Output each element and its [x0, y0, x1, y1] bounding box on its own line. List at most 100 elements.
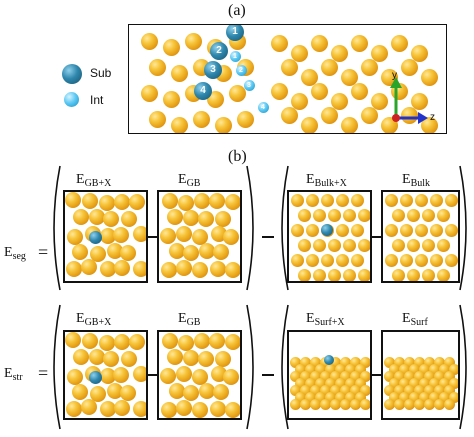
host-atom — [443, 370, 455, 382]
host-atom — [106, 243, 123, 260]
host-atom — [418, 363, 430, 375]
host-atom — [178, 194, 195, 211]
host-atom — [393, 356, 405, 368]
host-atom — [103, 351, 120, 368]
host-atom — [182, 350, 199, 367]
term-gb-sub-2: GB — [186, 317, 201, 328]
gb-with-solute-box-row2 — [63, 330, 148, 420]
term-gb-sub-1: GB — [186, 178, 201, 189]
substitutional-site: 4 — [194, 82, 212, 100]
host-atom — [312, 208, 326, 222]
host-atom — [88, 349, 105, 366]
estr-sub: str — [12, 372, 23, 383]
host-atom — [350, 34, 368, 52]
host-atom — [319, 370, 331, 382]
host-atom — [99, 228, 116, 245]
host-atom — [210, 366, 227, 383]
host-atom — [162, 90, 180, 108]
host-atom — [197, 350, 214, 367]
host-atom — [359, 356, 370, 368]
host-atom — [304, 391, 316, 403]
host-atom — [433, 384, 445, 396]
host-atom — [98, 194, 115, 211]
substitutional-site: 1 — [226, 25, 244, 41]
host-atom — [312, 238, 326, 252]
host-atom — [299, 356, 311, 368]
interstitial-site: 4 — [257, 101, 269, 113]
host-atom — [67, 228, 84, 245]
host-atom — [390, 34, 408, 52]
host-atom — [354, 391, 366, 403]
left-parenthesis — [281, 165, 289, 291]
host-atom — [340, 68, 358, 86]
host-atom — [428, 391, 440, 403]
host-atom — [120, 244, 137, 261]
host-atom — [429, 193, 443, 207]
eseg-equals: = — [38, 242, 49, 262]
term-gb-label-1: EGB — [178, 173, 200, 189]
host-atom — [444, 253, 458, 267]
minus-sign — [146, 236, 158, 238]
host-atom — [414, 223, 428, 237]
host-atom — [403, 370, 415, 382]
term-bulk-sub: Bulk — [410, 178, 431, 189]
host-atom — [359, 370, 370, 382]
host-atom — [344, 363, 356, 375]
host-atom — [290, 223, 304, 237]
host-atom — [304, 377, 316, 389]
host-atom — [342, 208, 356, 222]
host-atom — [103, 211, 120, 228]
term-gb-label-2: EGB — [178, 312, 200, 328]
host-atom — [114, 399, 131, 416]
host-atom — [438, 377, 450, 389]
host-atom — [418, 391, 430, 403]
host-atom — [192, 228, 209, 245]
host-atom — [300, 68, 318, 86]
host-atom — [290, 253, 304, 267]
host-atom — [71, 243, 88, 260]
host-atom — [224, 194, 240, 211]
host-atom — [175, 259, 192, 276]
minus-sign — [146, 374, 158, 376]
host-atom — [71, 383, 88, 400]
host-atom — [161, 261, 178, 278]
solute-atom — [88, 370, 102, 384]
substitutional-site: 2 — [210, 42, 228, 60]
host-atom — [314, 363, 326, 375]
host-atom — [327, 268, 341, 281]
host-atom — [175, 225, 192, 242]
term-gbx-sub-2: GB+X — [84, 317, 112, 328]
host-atom — [324, 363, 336, 375]
host-atom — [448, 377, 458, 389]
host-atom — [120, 384, 137, 401]
axis-y-label: y — [392, 70, 397, 81]
host-atom — [140, 32, 158, 50]
host-atom — [191, 261, 208, 278]
host-atom — [357, 208, 370, 222]
host-atom — [428, 363, 440, 375]
solute-atom — [324, 355, 334, 365]
term-surf-main: E — [402, 311, 411, 326]
minus-sign — [371, 236, 383, 238]
host-atom — [305, 223, 319, 237]
host-atom — [129, 193, 146, 210]
host-atom — [410, 44, 428, 62]
host-atom — [168, 382, 185, 399]
solute-atom — [321, 224, 333, 236]
minus-sign — [262, 236, 274, 238]
host-atom — [329, 384, 341, 396]
host-atom — [344, 377, 356, 389]
host-atom — [192, 110, 210, 128]
minus-sign — [371, 374, 383, 376]
host-atom — [168, 242, 185, 259]
host-atom — [213, 243, 230, 260]
host-atom — [420, 68, 438, 86]
host-atom — [393, 398, 405, 410]
host-atom — [403, 356, 415, 368]
substitutional-site-number: 1 — [232, 26, 238, 37]
host-atom — [65, 332, 82, 349]
solute-atom — [88, 230, 102, 244]
host-atom — [414, 193, 428, 207]
host-atom — [309, 398, 321, 410]
